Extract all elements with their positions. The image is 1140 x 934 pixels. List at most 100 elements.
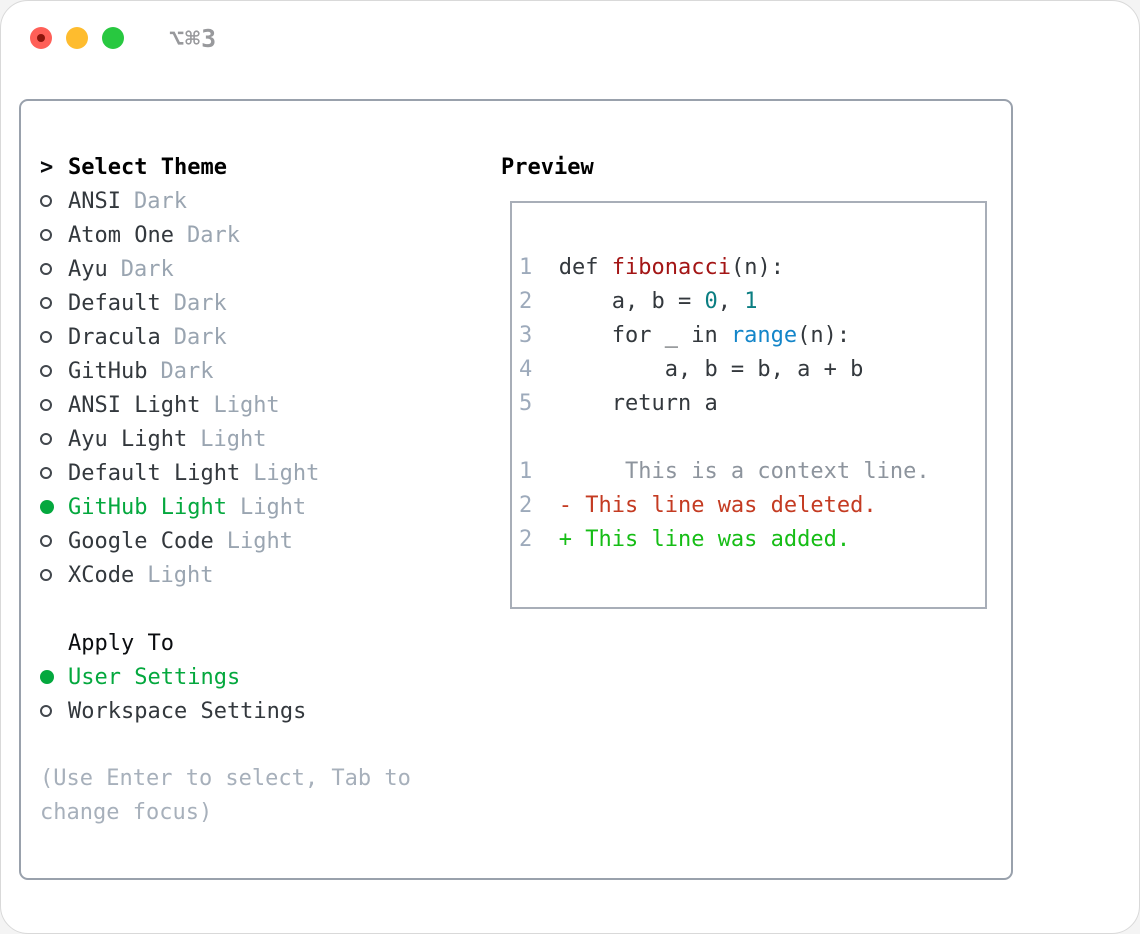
option-label: Google Code [68,528,214,554]
option-tag: Dark [186,222,240,248]
code-segment: 1 [744,289,758,314]
preview-line: 1 def fibonacci(n): [519,251,985,285]
radio-icon [40,433,68,445]
code-segment: for _ in [558,323,731,348]
minimize-button[interactable] [66,27,88,49]
option-label: Ayu Light [68,426,188,452]
code-segment: 3 [519,323,559,348]
help-text: (Use Enter to select, Tab to change focus… [40,762,411,830]
code-segment: a, b = [558,289,705,314]
theme-option[interactable]: Dracula Dark [40,320,411,354]
option-tag: Light [147,562,214,588]
option-label: Workspace Settings [68,698,307,724]
spacer [40,728,411,762]
apply-option[interactable]: Workspace Settings [40,694,411,728]
code-segment: 2 [519,527,559,552]
radio-icon [40,331,68,343]
theme-option[interactable]: GitHub Dark [40,354,411,388]
preview-line [519,421,985,455]
apply-to-list: User Settings Workspace Settings [40,660,411,728]
option-label: Default [68,290,161,316]
preview-line: 3 for _ in range(n): [519,319,985,353]
help-text-line: change focus) [40,800,213,825]
prompt-icon: > [40,154,54,180]
code-segment: This is a context line. [558,459,930,484]
code-segment: 0 [704,289,718,314]
theme-option[interactable]: Atom One Dark [40,218,411,252]
preview-line: 5 return a [519,387,985,421]
code-segment: def [558,255,612,280]
option-tag: Light [253,460,320,486]
select-theme-heading: Select Theme [68,154,227,180]
option-label: Default Light [68,460,241,486]
apply-option[interactable]: User Settings [40,660,411,694]
apply-to-heading: Apply To [68,630,174,656]
theme-option[interactable]: Ayu Light Light [40,422,411,456]
option-label: GitHub Light [68,494,227,520]
help-text-line: (Use Enter to select, Tab to [40,766,411,791]
radio-icon [40,263,68,275]
option-tag: Light [226,528,293,554]
option-tag: Dark [120,256,174,282]
theme-option[interactable]: Default Dark [40,286,411,320]
preview-line: 2 a, b = 0, 1 [519,285,985,319]
option-tag: Light [200,426,267,452]
unsaved-changes-icon [37,34,45,42]
code-segment: 4 [519,357,559,382]
code-segment: (n): [730,255,784,280]
spacer [40,592,411,626]
option-tag: Dark [173,290,227,316]
radio-icon [40,535,68,547]
code-segment: a, b = b, a + b [558,357,864,382]
apply-to-heading-row: Apply To [40,626,411,660]
option-tag: Dark [160,358,214,384]
theme-option[interactable]: ANSI Dark [40,184,411,218]
option-label: XCode [68,562,135,588]
radio-icon [40,705,68,717]
radio-icon [40,399,68,411]
preview-line: 2 - This line was deleted. [519,489,985,523]
preview-heading-row: Preview [501,150,594,184]
close-button[interactable] [30,27,52,49]
theme-option[interactable]: GitHub Light Light [40,490,411,524]
theme-option[interactable]: Ayu Dark [40,252,411,286]
code-segment: 2 [519,493,559,518]
theme-list: ANSI Dark Atom One Dark Ayu Dark Default… [40,184,411,592]
option-label: User Settings [68,664,241,690]
preview-line: 2 + This line was added. [519,523,985,557]
option-label: Ayu [68,256,108,282]
code-segment: 2 [519,289,559,314]
option-label: ANSI [68,188,121,214]
preview-line: 1 This is a context line. [519,455,985,489]
option-label: ANSI Light [68,392,201,418]
radio-icon [40,229,68,241]
preview-heading: Preview [501,154,594,180]
radio-icon [40,670,68,684]
radio-icon [40,500,68,514]
option-tag: Dark [173,324,227,350]
code-segment: 1 [519,459,559,484]
preview-line: 4 a, b = b, a + b [519,353,985,387]
option-label: Dracula [68,324,161,350]
radio-icon [40,195,68,207]
option-tag: Light [239,494,307,520]
theme-option[interactable]: ANSI Light Light [40,388,411,422]
code-segment: 5 [519,391,559,416]
radio-icon [40,467,68,479]
option-label: Atom One [68,222,174,248]
select-theme-heading-row: > Select Theme [40,150,411,184]
code-segment: 1 [519,255,559,280]
window-titlebar: ⌥⌘3 [30,24,217,53]
code-segment: , [717,289,745,314]
theme-option[interactable]: Google Code Light [40,524,411,558]
theme-option[interactable]: Default Light Light [40,456,411,490]
option-tag: Light [213,392,280,418]
code-segment: range [730,323,798,348]
code-segment: fibonacci [611,255,731,280]
zoom-button[interactable] [102,27,124,49]
theme-option[interactable]: XCode Light [40,558,411,592]
code-segment: return a [558,391,718,416]
